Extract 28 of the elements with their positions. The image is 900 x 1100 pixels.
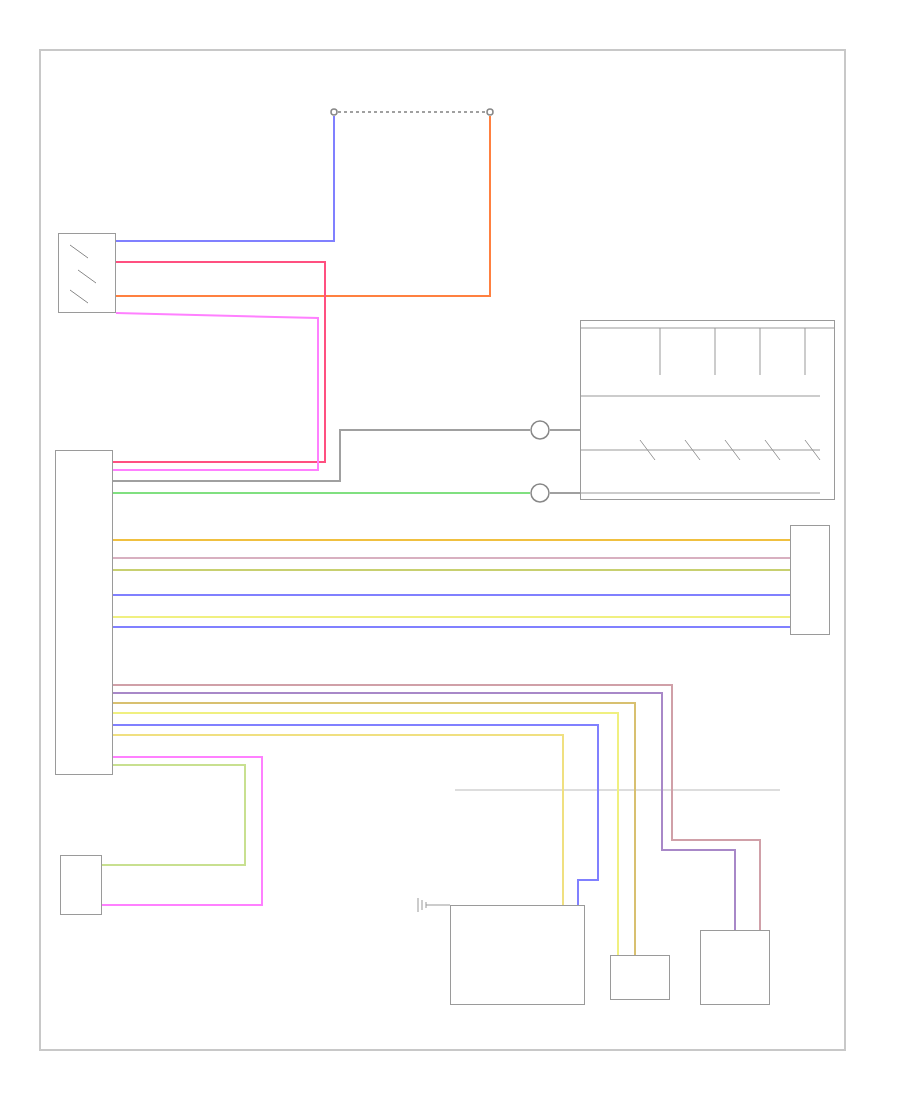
wire <box>112 492 531 494</box>
wire <box>549 429 581 431</box>
wire <box>112 616 791 618</box>
wire <box>112 539 791 541</box>
wire <box>337 111 487 113</box>
component-box <box>450 905 585 1005</box>
wire <box>112 557 791 559</box>
wire <box>112 429 531 482</box>
wire <box>112 312 319 471</box>
wire <box>115 115 491 297</box>
connector-circle <box>330 108 338 116</box>
component-box <box>60 855 102 915</box>
connector-circle <box>486 108 494 116</box>
connector-circle <box>530 420 550 440</box>
component-box <box>610 955 670 1000</box>
component-box <box>55 450 113 775</box>
wire <box>112 626 791 628</box>
component-box <box>58 233 116 313</box>
wire <box>112 594 791 596</box>
component-box <box>700 930 770 1005</box>
wire <box>115 115 335 242</box>
connector-circle <box>530 483 550 503</box>
wire <box>112 569 791 571</box>
wire <box>101 756 263 906</box>
wire <box>549 492 581 494</box>
wire <box>112 261 326 463</box>
wire <box>101 764 246 866</box>
component-box <box>790 525 830 635</box>
